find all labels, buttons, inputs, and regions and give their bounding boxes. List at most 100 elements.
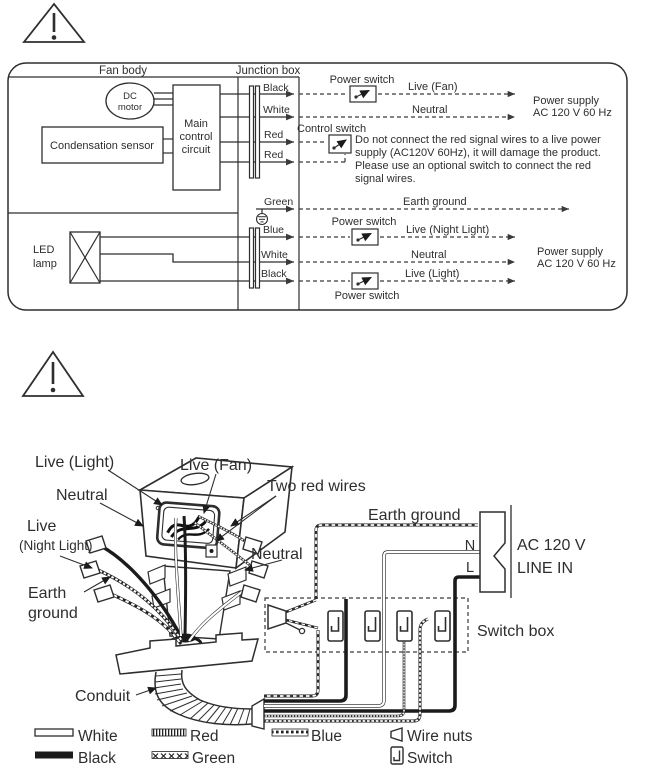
fan-body-label: Fan body xyxy=(99,65,147,77)
switch-legend-icon xyxy=(390,746,404,765)
warning-note-line-2: supply (AC120V 60Hz), it will damage the… xyxy=(355,147,601,159)
junction-box-label: Junction box xyxy=(236,65,301,77)
power-switch-light-icon xyxy=(351,272,379,290)
condensation-sensor: Condensation sensor xyxy=(41,126,173,164)
label-switch-box: Switch box xyxy=(477,623,554,640)
label-live-night-light-2: (Night Light) xyxy=(19,538,93,553)
wire-label-green: Green xyxy=(264,196,293,208)
led-lamp-label-2: lamp xyxy=(33,258,57,270)
neutral-top-label: Neutral xyxy=(412,104,447,116)
wire-label-blue: Blue xyxy=(263,224,284,236)
label-terminal-n: N xyxy=(465,538,475,554)
cable-runs xyxy=(264,523,480,723)
live-light-label: Live (Light) xyxy=(405,268,459,280)
legend: White Black Red Green Blue Wire nuts Swi… xyxy=(34,727,473,767)
wire-nut xyxy=(85,535,107,554)
warning-note-line-3: Please use an optional switch to connect… xyxy=(355,160,591,172)
power-supply-bottom-2: AC 120 V 60 Hz xyxy=(537,258,616,270)
label-line-in: LINE IN xyxy=(517,560,573,577)
switch-icon xyxy=(434,610,451,642)
line-in-terminal-block xyxy=(479,505,512,598)
schematic-diagram: Fan body Junction box DC motor Condensat… xyxy=(7,62,628,311)
legend-label-blue: Blue xyxy=(311,728,342,745)
fan-wires xyxy=(79,514,269,645)
label-live-night-light-1: Live xyxy=(27,518,56,535)
dc-motor-label-2: motor xyxy=(118,102,142,113)
warning-icon-top xyxy=(22,2,86,43)
red-wire-warning-note: Do not connect the red signal wires to a… xyxy=(355,134,601,185)
live-fan-label: Live (Fan) xyxy=(408,81,458,93)
wire-label-red1: Red xyxy=(264,129,283,141)
legend-swatch-white xyxy=(34,728,74,737)
label-earth-ground-left-1: Earth xyxy=(28,585,66,602)
legend-swatch-black xyxy=(35,751,73,759)
junction-connector-lower xyxy=(248,227,261,289)
power-switch-light-label: Power switch xyxy=(335,290,400,302)
warning-note-line-4: signal wires. xyxy=(355,173,416,185)
power-supply-top-2: AC 120 V 60 Hz xyxy=(533,107,612,119)
wire-nut xyxy=(93,584,115,603)
legend-label-red: Red xyxy=(190,728,218,745)
wire-nut xyxy=(248,560,269,579)
label-live-fan: Live (Fan) xyxy=(180,457,252,474)
control-switch-label: Control switch xyxy=(297,123,366,135)
switch-box-outline xyxy=(264,597,469,653)
main-control-circuit: Main control circuit xyxy=(172,84,221,191)
earth-ground-row-label: Earth ground xyxy=(403,196,467,208)
wire-nut xyxy=(242,536,263,555)
field-wiring-rows xyxy=(299,90,569,285)
installation-drawing: Live (Light) Live (Fan) Neutral Two red … xyxy=(19,454,586,730)
dc-motor: DC motor xyxy=(105,82,173,120)
live-night-light-label: Live (Night Light) xyxy=(406,224,489,236)
label-terminal-l: L xyxy=(466,560,474,576)
label-earth-ground-top: Earth ground xyxy=(368,507,461,524)
condensation-sensor-label: Condensation sensor xyxy=(50,140,154,152)
junction-wires xyxy=(100,90,294,285)
wire-label-white-bottom: White xyxy=(261,249,288,261)
legend-label-switch: Switch xyxy=(407,750,453,767)
power-supply-bottom-1: Power supply xyxy=(537,246,604,258)
wire-label-black-top: Black xyxy=(263,82,289,94)
legend-label-green: Green xyxy=(192,750,235,767)
wiring-compartment-opening xyxy=(155,501,221,550)
power-switch-fan-icon xyxy=(349,85,377,103)
led-lamp: LED lamp xyxy=(33,231,101,284)
legend-label-wire-nuts: Wire nuts xyxy=(407,728,473,745)
wire-label-black-bottom: Black xyxy=(261,268,287,280)
earth-ground-symbol xyxy=(255,209,269,226)
power-supply-top-1: Power supply xyxy=(533,95,600,107)
label-conduit: Conduit xyxy=(75,688,131,705)
main-control-label-1: Main xyxy=(184,118,208,130)
wire-label-red2: Red xyxy=(264,149,283,161)
power-switch-top-label: Power switch xyxy=(330,74,395,86)
power-switch-night-label: Power switch xyxy=(332,216,397,228)
wire-nut-icon xyxy=(390,727,403,742)
legend-label-black: Black xyxy=(78,750,116,767)
control-switch-icon xyxy=(328,134,352,154)
wire-nut xyxy=(240,584,261,603)
conduit xyxy=(153,669,265,730)
switch-icon xyxy=(396,610,413,642)
wire-nut xyxy=(267,603,287,631)
power-switch-night-light-icon xyxy=(351,228,379,246)
main-control-label-3: circuit xyxy=(182,144,211,156)
label-neutral-right: Neutral xyxy=(251,546,303,563)
label-earth-ground-left-2: ground xyxy=(28,605,78,622)
wire-nut xyxy=(79,560,101,579)
label-neutral-left: Neutral xyxy=(56,487,108,504)
switch-box-switches xyxy=(327,610,451,642)
label-two-red-wires: Two red wires xyxy=(267,478,366,495)
junction-connector-upper xyxy=(248,85,261,179)
label-ac-120v: AC 120 V xyxy=(517,537,586,554)
legend-label-white: White xyxy=(78,728,118,745)
legend-swatch-green xyxy=(151,751,189,759)
warning-note-line-1: Do not connect the red signal wires to a… xyxy=(355,134,601,146)
legend-swatch-red xyxy=(151,728,187,737)
main-control-label-2: control xyxy=(179,131,212,143)
warning-icon-bottom xyxy=(21,350,85,397)
switch-icon xyxy=(364,610,381,642)
dc-motor-label-1: DC xyxy=(123,91,137,102)
label-live-light: Live (Light) xyxy=(35,454,114,471)
